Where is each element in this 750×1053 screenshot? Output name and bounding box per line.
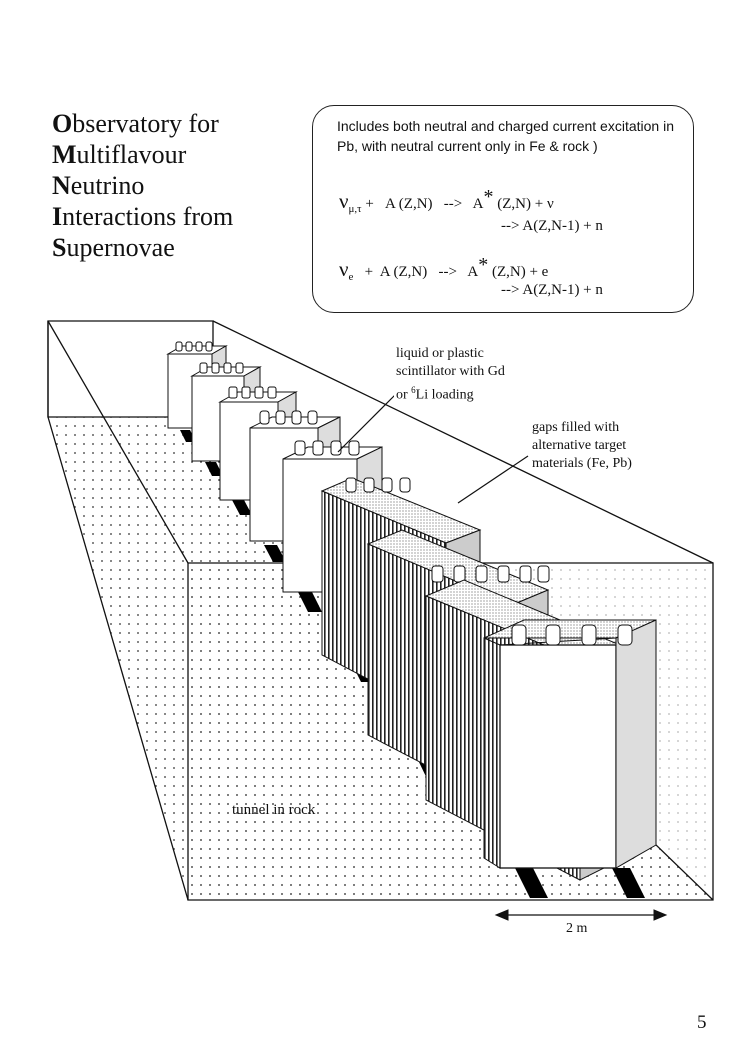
title-initial: O (52, 109, 73, 138)
scintillator-label-line: scintillator with Gd (396, 364, 505, 379)
scintillator-label-line: or 6Li loading (396, 381, 505, 405)
equation-nucleus: A (467, 264, 479, 280)
rail (612, 868, 645, 898)
rail (232, 500, 252, 515)
rail (264, 545, 286, 562)
title-initial: M (52, 140, 77, 169)
info-description: Includes both neutral and charged curren… (337, 118, 674, 154)
neutrino-flavour: μ,τ (348, 203, 362, 215)
scintillator-leader (337, 393, 397, 453)
tunnel-edge (47, 320, 189, 564)
scintillator-label-line: liquid or plastic (396, 346, 484, 361)
tunnel-edge (212, 320, 714, 564)
page-title: Observatory for Multiflavour Neutrino In… (52, 108, 233, 263)
support-rails (180, 430, 645, 898)
scintillator-module (483, 619, 657, 869)
neutrino-symbol: ν (339, 257, 349, 281)
tunnel-label: tunnel in rock (232, 802, 316, 818)
scale-label: 2 m (566, 921, 588, 936)
reaction-equation-1: νμ,τ + A (Z,N) --> A* (Z,N) + ν (339, 186, 554, 215)
title-text: ultiflavour (76, 140, 187, 169)
tunnel-edge (47, 416, 189, 901)
excited-star: * (478, 254, 489, 276)
title-text: nteractions from (62, 202, 234, 231)
reaction-info-box: Includes both neutral and charged curren… (312, 105, 694, 313)
label-text: Li loading (415, 387, 474, 403)
scale-bar (494, 909, 668, 921)
equation-nucleus: A (472, 196, 484, 212)
scintillator-label: liquid or plastic scintillator with Gd o… (394, 345, 507, 405)
title-initial: S (52, 233, 67, 262)
label-text: or (396, 387, 412, 403)
gaps-label-line: alternative target (532, 438, 627, 453)
rail (205, 462, 223, 476)
equation-lhs: + A (Z,N) --> (361, 196, 473, 212)
reaction-equation-2: νe + A (Z,N) --> A* (Z,N) + e (339, 254, 548, 283)
gaps-label-line: gaps filled with (532, 420, 620, 435)
neutrino-flavour: e (348, 271, 354, 283)
isotope-mass-number: 6 (411, 385, 416, 395)
title-initial: I (52, 202, 63, 231)
reaction-equation-2-decay: --> A(Z,N-1) + n (501, 282, 603, 298)
rail (515, 868, 548, 898)
rail (298, 592, 322, 612)
title-initial: N (52, 171, 71, 200)
reaction-equation-1-decay: --> A(Z,N-1) + n (501, 218, 603, 234)
excited-star: * (483, 186, 494, 208)
title-text: upernovae (66, 233, 175, 262)
equation-lhs: + A (Z,N) --> (353, 264, 468, 280)
title-text: eutrino (70, 171, 145, 200)
equation-rhs: (Z,N) + e (488, 264, 549, 280)
equation-rhs: (Z,N) + ν (493, 196, 554, 212)
neutrino-symbol: ν (339, 189, 349, 213)
title-text: bservatory for (72, 109, 219, 138)
gaps-leader (457, 455, 529, 504)
gaps-label-line: materials (Fe, Pb) (532, 456, 632, 471)
gaps-label: gaps filled with alternative target mate… (530, 419, 634, 473)
page-number: 5 (697, 1012, 707, 1033)
